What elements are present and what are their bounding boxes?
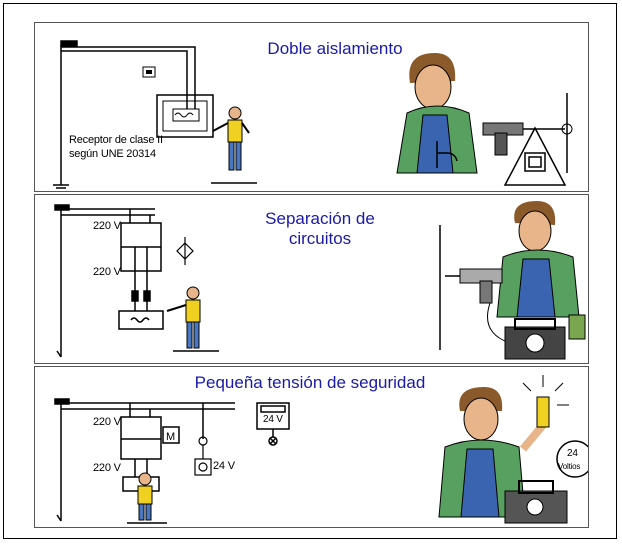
- safety-voltage-box-icon: [256, 402, 290, 446]
- wiring: [54, 398, 235, 522]
- panel-title: Doble aislamiento: [267, 39, 403, 58]
- lamp-voltage-label: 24 V: [213, 460, 235, 472]
- svg-text:M: M: [166, 431, 175, 443]
- panel-title: Separación de circuitos: [265, 209, 375, 248]
- transformer-primary-voltage: 220 V: [93, 416, 121, 428]
- isolation-transformer-icon: [120, 222, 162, 302]
- circuit-separation-drawing: [54, 201, 586, 360]
- panel-safety-low-voltage: M: [34, 366, 589, 528]
- voltage-badge-icon: [556, 440, 588, 478]
- safety-low-voltage-drawing: M: [54, 375, 588, 524]
- badge-voltage-unit: Voltios: [558, 462, 581, 471]
- figure-frame: Doble aislamiento Receptor de clase II s…: [3, 3, 617, 539]
- transformer-primary-voltage: 220 V: [93, 220, 121, 232]
- safety-transformer-box-icon: [504, 480, 568, 524]
- double-insulation-drawing: [53, 40, 573, 189]
- person-figure-icon: [211, 106, 257, 184]
- worker-with-drill-illustration: [396, 53, 573, 174]
- person-figure-icon: [166, 286, 219, 352]
- wall-plug-icon: [436, 141, 458, 168]
- box-voltage-label: 24 V: [263, 414, 283, 425]
- person-figure-icon: [127, 472, 167, 524]
- separation-symbol-icon: [176, 237, 194, 265]
- worker-with-lamp-illustration: [438, 387, 547, 518]
- receptor-label: Receptor de clase II según UNE 20314: [69, 134, 163, 160]
- wall-socket-icon: [142, 66, 156, 78]
- lamp-icon: [194, 436, 212, 476]
- panel-double-insulation: Doble aislamiento Receptor de clase II s…: [34, 22, 589, 192]
- worker-with-drill-illustration: [439, 201, 580, 350]
- panel-title: Pequeña tensión de seguridad: [194, 373, 426, 392]
- double-insulation-symbol-icon: [503, 126, 567, 186]
- transformer-secondary-voltage: 220 V: [93, 266, 121, 278]
- transformer-box-icon: [504, 314, 586, 360]
- wiring: [53, 40, 196, 189]
- class-ii-receptor-icon: [156, 94, 214, 138]
- transformer-secondary-voltage: 220 V: [93, 462, 121, 474]
- portable-lamp-icon: [522, 375, 569, 428]
- receptor-icon: [118, 301, 164, 330]
- panel-circuit-separation: Separación de circuitos 220 V 220 V: [34, 194, 589, 364]
- badge-voltage-number: 24: [567, 448, 578, 459]
- wiring: [54, 204, 155, 358]
